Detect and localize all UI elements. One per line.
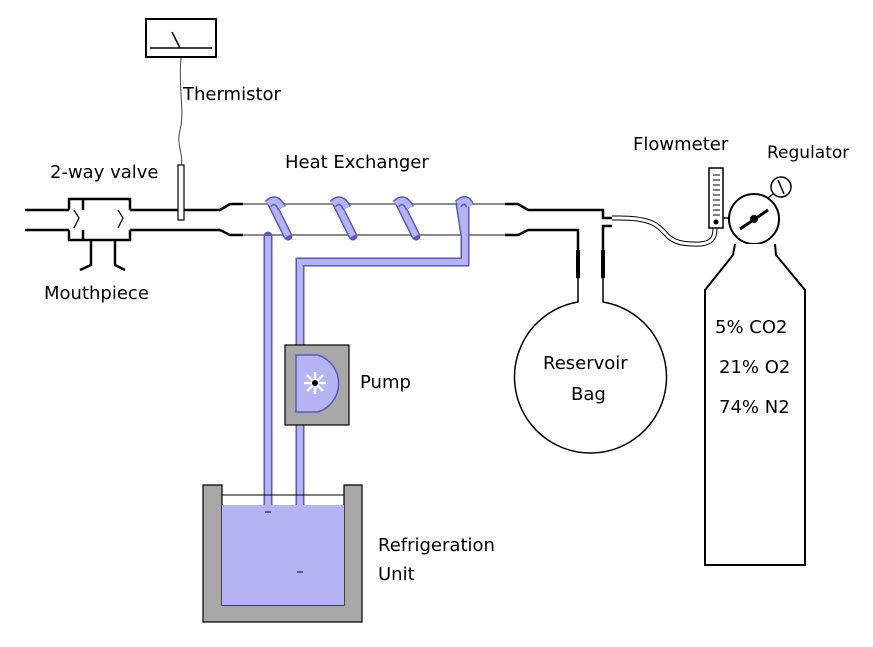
two-way-valve bbox=[25, 197, 220, 242]
flowmeter bbox=[708, 167, 729, 229]
regulator bbox=[728, 176, 792, 245]
refrigeration-label-line2: Unit bbox=[378, 564, 415, 585]
reservoir-label-line2: Bag bbox=[571, 384, 606, 405]
mouthpiece-label: Mouthpiece bbox=[44, 283, 149, 304]
reservoir-bag bbox=[513, 250, 668, 454]
thermistor-label: Thermistor bbox=[183, 84, 281, 105]
gas-n2-label: 74% N2 bbox=[719, 397, 790, 418]
refrigeration-label-line1: Refrigeration bbox=[378, 535, 495, 556]
coolant-lines bbox=[263, 196, 475, 577]
pump bbox=[284, 344, 350, 426]
refrigeration-unit bbox=[202, 484, 363, 623]
reservoir-label-line1: Reservoir bbox=[543, 353, 628, 374]
flowmeter-label: Flowmeter bbox=[633, 134, 729, 155]
gas-cylinder bbox=[704, 243, 806, 566]
gas-o2-label: 21% O2 bbox=[719, 357, 791, 378]
heat-exchanger-label: Heat Exchanger bbox=[285, 152, 429, 173]
gas-co2-label: 5% CO2 bbox=[715, 317, 788, 338]
regulator-label: Regulator bbox=[767, 143, 850, 163]
thermistor-probe bbox=[177, 164, 185, 221]
mouthpiece bbox=[79, 240, 126, 272]
thermistor-meter bbox=[145, 18, 217, 167]
two-way-valve-label: 2-way valve bbox=[50, 162, 159, 183]
pump-label: Pump bbox=[360, 372, 411, 393]
